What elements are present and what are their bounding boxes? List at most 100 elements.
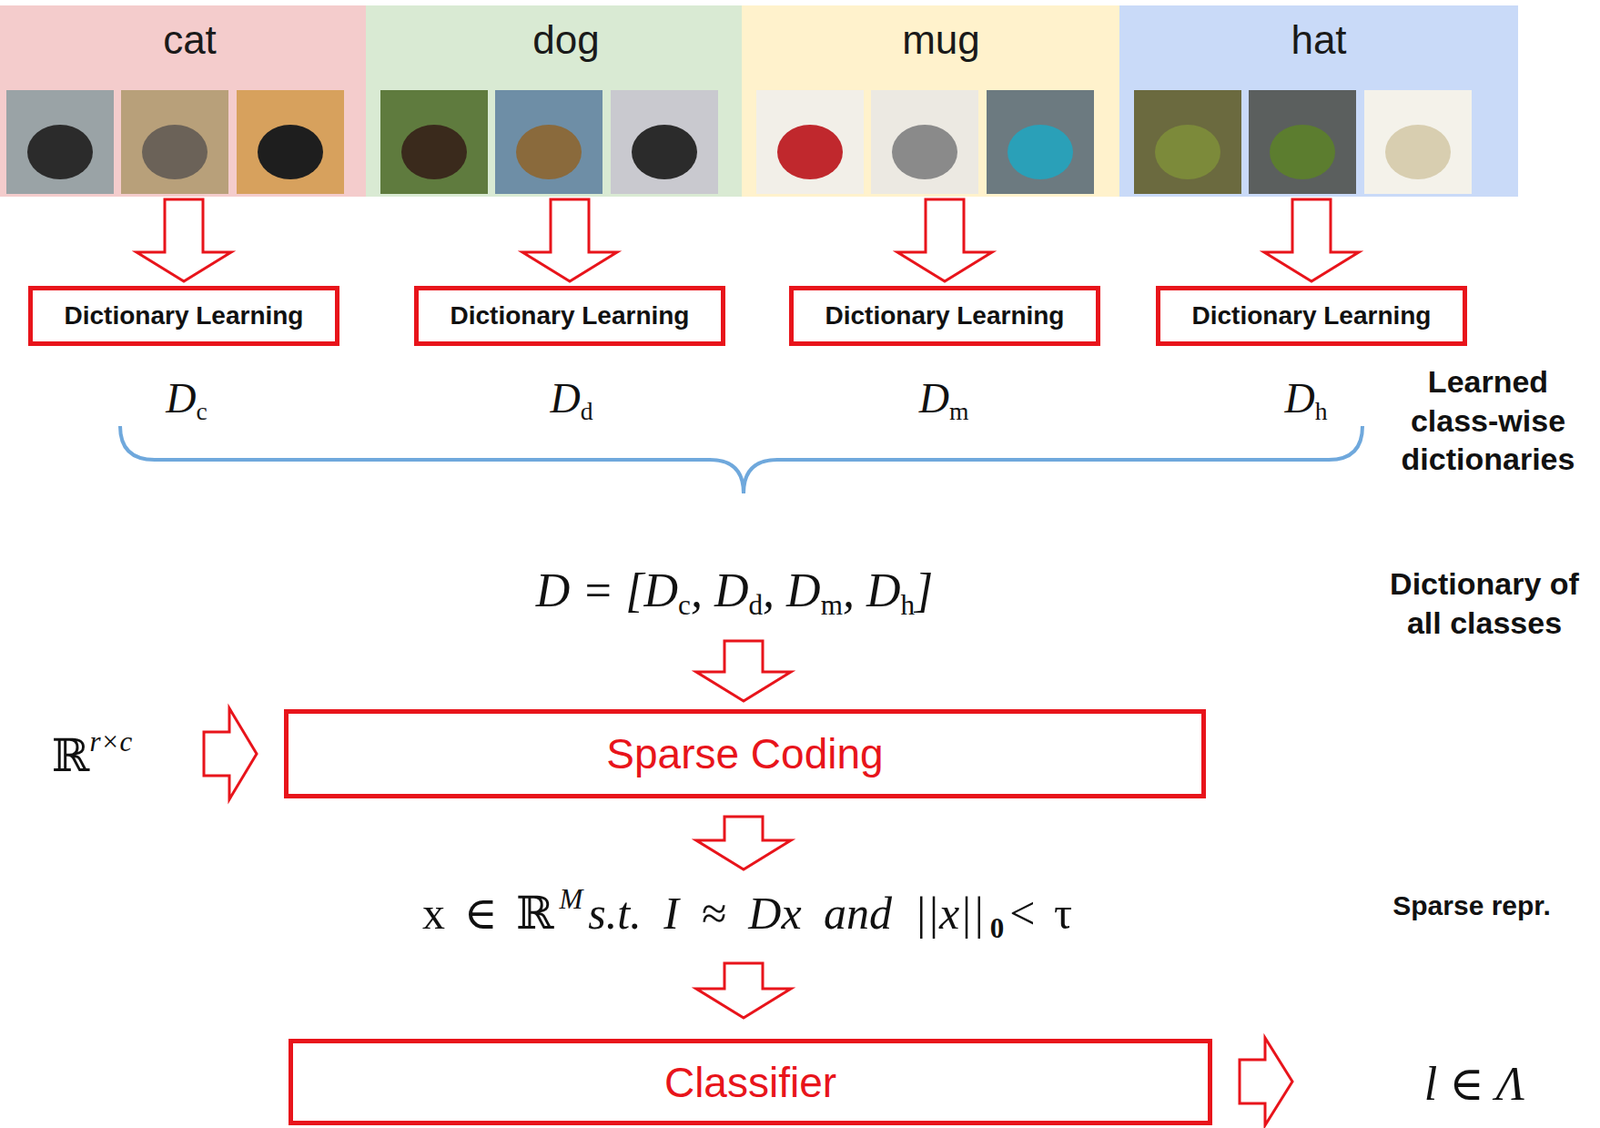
class-name: dog xyxy=(365,16,767,65)
photo xyxy=(236,90,345,194)
photo-strip xyxy=(1119,90,1486,197)
photo-strip xyxy=(365,90,734,197)
process-box: Dictionary Learning xyxy=(28,285,340,346)
curly-brace xyxy=(120,425,1363,494)
class-name: mug xyxy=(741,16,1141,65)
side-note: Learned class-wise dictionaries xyxy=(1386,362,1591,479)
process-box: Dictionary Learning xyxy=(1155,285,1468,346)
dictionary-symbol: Dd xyxy=(549,374,593,422)
symbol: D xyxy=(919,374,950,422)
label-anchor: D = [Dc, Dd, Dm, Dh] xyxy=(536,563,934,618)
subscript: m xyxy=(820,588,843,621)
hollow-arrow xyxy=(696,962,791,1018)
box-label: Dictionary Learning xyxy=(64,301,304,331)
box-label: Dictionary Learning xyxy=(450,301,690,331)
subscript: m xyxy=(949,396,969,426)
photo-subject xyxy=(631,124,698,180)
symbol: D xyxy=(549,374,580,422)
subscript: h xyxy=(1315,396,1328,426)
label-anchor: Dh xyxy=(1284,374,1327,423)
photo-subject xyxy=(27,124,93,180)
photo xyxy=(380,90,488,194)
photo xyxy=(1364,90,1472,194)
formula-row: ℝr×c xyxy=(51,729,132,782)
photo-subject xyxy=(401,124,467,180)
hollow-arrow xyxy=(136,199,232,282)
photo-subject xyxy=(1154,124,1221,180)
subscript: 0 xyxy=(990,911,1005,945)
label-anchor: Dd xyxy=(549,374,593,423)
label-anchor: Dc xyxy=(165,374,207,423)
photo-subject xyxy=(777,124,843,180)
label-anchor: l ∈ Λ xyxy=(1424,1055,1525,1111)
photo-subject xyxy=(1385,124,1451,180)
dictionary-symbol: Dc xyxy=(165,374,207,422)
label-anchor: Dictionary of all classes xyxy=(1377,564,1592,642)
label-anchor: Sparse repr. xyxy=(1392,890,1550,922)
math-term: < τ xyxy=(1009,886,1073,940)
hollow-arrow xyxy=(696,816,791,870)
photo xyxy=(1134,90,1242,194)
subscript: c xyxy=(195,396,207,426)
photo xyxy=(986,90,1094,194)
equation: D = [Dc, Dd, Dm, Dh] xyxy=(536,564,934,617)
photo-subject xyxy=(1269,124,1336,180)
subscript: d xyxy=(580,396,594,426)
subscript: h xyxy=(901,588,916,621)
formula-row: x ∈ ℝMs.t. I ≈ Dx and ||x||0< τ xyxy=(416,886,1078,940)
process-box: Sparse Coding xyxy=(283,708,1206,799)
box-label: Dictionary Learning xyxy=(825,301,1065,331)
math-term: x ∈ ℝ xyxy=(422,886,555,940)
process-box: Dictionary Learning xyxy=(789,285,1101,346)
process-box: Classifier xyxy=(288,1038,1213,1125)
side-note: Sparse repr. xyxy=(1392,890,1550,921)
class-panel: mug xyxy=(741,5,1141,197)
process-box: Dictionary Learning xyxy=(414,285,726,346)
photo-subject xyxy=(891,124,958,180)
photo-strip xyxy=(741,90,1108,197)
dictionary-symbol: Dh xyxy=(1284,374,1327,422)
hollow-arrow xyxy=(1239,1037,1293,1125)
class-panel: dog xyxy=(365,5,767,197)
output-label: l ∈ Λ xyxy=(1424,1057,1525,1110)
hollow-arrow xyxy=(696,640,791,701)
photo xyxy=(121,90,229,194)
photo-subject xyxy=(516,124,582,180)
photo xyxy=(756,90,864,194)
symbol: D xyxy=(1284,374,1315,422)
photo xyxy=(6,90,114,194)
subscript: c xyxy=(678,588,691,621)
photo xyxy=(495,90,603,194)
box-label: Dictionary Learning xyxy=(1192,301,1432,331)
photo-subject xyxy=(141,124,208,180)
photo xyxy=(870,90,979,194)
superscript: M xyxy=(559,882,584,916)
symbol: D xyxy=(786,564,821,617)
hollow-arrow xyxy=(1264,199,1359,282)
side-note: Dictionary of all classes xyxy=(1377,564,1592,642)
photo-subject xyxy=(1007,124,1074,180)
hollow-arrow xyxy=(203,708,257,800)
photo-strip xyxy=(0,90,355,197)
class-panel: cat xyxy=(0,5,388,197)
photo-subject xyxy=(257,124,324,180)
hollow-arrow xyxy=(522,199,618,282)
photo xyxy=(610,90,719,194)
class-panel: hat xyxy=(1119,5,1519,197)
symbol: D xyxy=(165,374,196,422)
symbol: D xyxy=(644,564,679,617)
math-symbol: ℝ xyxy=(51,729,91,782)
photo xyxy=(1248,90,1357,194)
hollow-arrow xyxy=(897,199,993,282)
symbol: D xyxy=(714,564,750,617)
math-term: s.t. I ≈ Dx and ||x|| xyxy=(587,886,984,940)
class-name: hat xyxy=(1119,16,1519,65)
subscript: d xyxy=(749,588,764,621)
superscript: r×c xyxy=(89,725,132,759)
dictionary-symbol: Dm xyxy=(919,374,970,422)
label-anchor: Learned class-wise dictionaries xyxy=(1386,362,1591,479)
box-label: Classifier xyxy=(664,1057,837,1107)
symbol: D xyxy=(866,564,902,617)
box-label: Sparse Coding xyxy=(606,729,883,779)
